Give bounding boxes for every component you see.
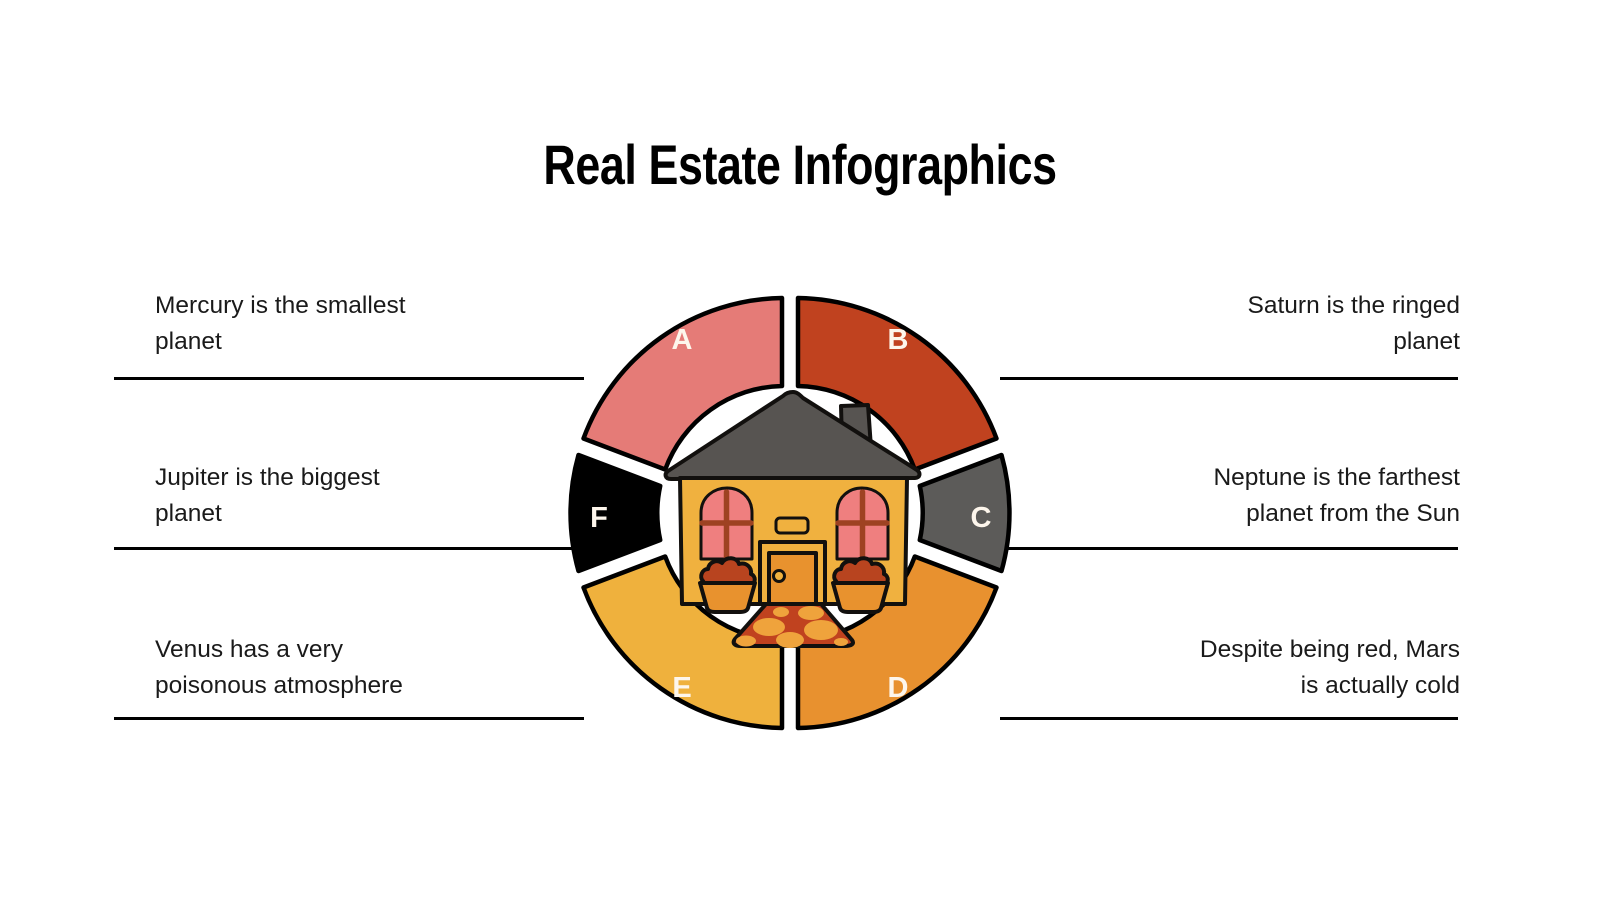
caption-line-1: Saturn is the ringed (1247, 292, 1460, 319)
left-planter-foliage (699, 556, 757, 587)
path-stone (804, 620, 838, 640)
wheel-segment-a[interactable] (581, 295, 785, 472)
caption-line-1: Despite being red, Mars (1199, 636, 1460, 663)
path-stone (753, 618, 785, 636)
right-planter-pot (831, 581, 890, 614)
caption-line-2: planet (1393, 328, 1460, 355)
caption-line-2: planet (155, 500, 222, 527)
divider-rule-left-1 (114, 377, 584, 380)
wheel-segment-a-label: A (672, 324, 693, 356)
caption-line-2: poisonous atmosphere (155, 672, 403, 699)
wheel-segment-b[interactable] (795, 295, 999, 472)
house-illustration (645, 378, 925, 648)
right-planter-foliage (832, 556, 890, 587)
caption-line-2: planet (155, 328, 222, 355)
page-title: Real Estate Infographics (543, 132, 1057, 196)
wheel-segment-e-label: E (672, 672, 691, 704)
divider-rule-left-3 (114, 717, 584, 720)
path-stone (834, 638, 848, 646)
path-stone (776, 632, 804, 648)
caption-segment-e: Venus has a very poisonous atmosphere (155, 632, 455, 704)
divider-rule-right-1 (1000, 377, 1458, 380)
caption-segment-c: Neptune is the farthest planet from the … (1160, 460, 1460, 532)
wheel-segment-c[interactable] (917, 452, 1012, 574)
caption-line-1: Neptune is the farthest (1213, 464, 1460, 491)
path-stone (798, 606, 824, 620)
left-planter-pot (698, 581, 757, 614)
divider-rule-right-3 (1000, 717, 1458, 720)
divider-rule-left-2 (114, 547, 584, 550)
caption-line-1: Mercury is the smallest (155, 292, 406, 319)
wheel-segment-d-label: D (888, 672, 909, 704)
doorknob[interactable] (772, 569, 786, 583)
caption-line-2: is actually cold (1300, 672, 1460, 699)
caption-segment-a: Mercury is the smallest planet (155, 288, 455, 360)
caption-line-1: Jupiter is the biggest (155, 464, 380, 491)
wheel-segment-b-label: B (888, 324, 909, 356)
wheel-segment-c-label: C (971, 502, 992, 534)
path-stone (773, 607, 789, 617)
wheel-segment-e[interactable] (581, 554, 785, 731)
caption-segment-d: Despite being red, Mars is actually cold (1160, 632, 1460, 704)
caption-line-2: planet from the Sun (1246, 500, 1460, 527)
door-sign (774, 516, 810, 535)
divider-rule-right-2 (1000, 547, 1458, 550)
caption-segment-f: Jupiter is the biggest planet (155, 460, 455, 532)
caption-segment-b: Saturn is the ringed planet (1160, 288, 1460, 360)
roof-shape (663, 390, 922, 481)
wheel-segment-f[interactable] (568, 452, 663, 574)
caption-line-1: Venus has a very (155, 636, 343, 663)
wheel-segment-f-label: F (590, 502, 608, 534)
segmented-donut-wheel: A B C D E F (510, 233, 1070, 793)
path-stone (736, 635, 756, 647)
